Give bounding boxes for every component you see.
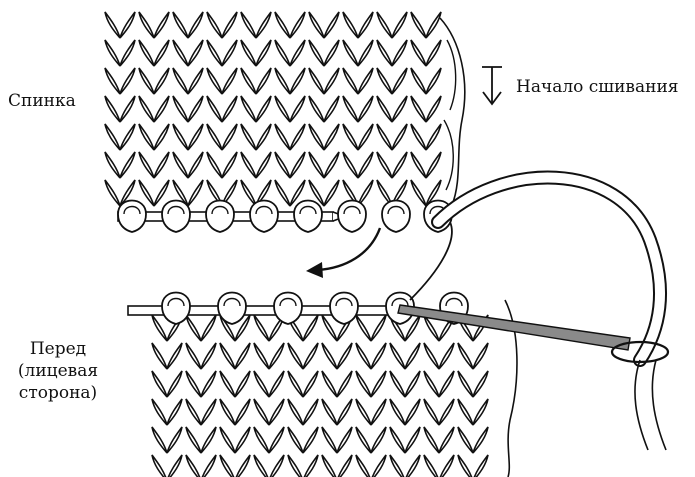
- back-piece-fabric: [105, 12, 465, 206]
- back-piece-label: Спинка: [8, 90, 76, 112]
- front-piece-label-line: (лицевая: [10, 360, 106, 382]
- front-piece-label-line: сторона): [10, 382, 106, 404]
- yarn-strand: [410, 222, 452, 300]
- seam-start-label: Начало сшивания: [516, 76, 679, 98]
- curved-arrow-left-icon: [306, 228, 380, 278]
- front-piece-fabric: [152, 300, 517, 477]
- darning-needle: [398, 305, 668, 362]
- front-piece-label: Перед (лицевая сторона): [10, 338, 106, 404]
- front-piece-label-line: Перед: [10, 338, 106, 360]
- arrow-down-bar-icon: [482, 67, 502, 104]
- yarn-tail: [438, 178, 666, 450]
